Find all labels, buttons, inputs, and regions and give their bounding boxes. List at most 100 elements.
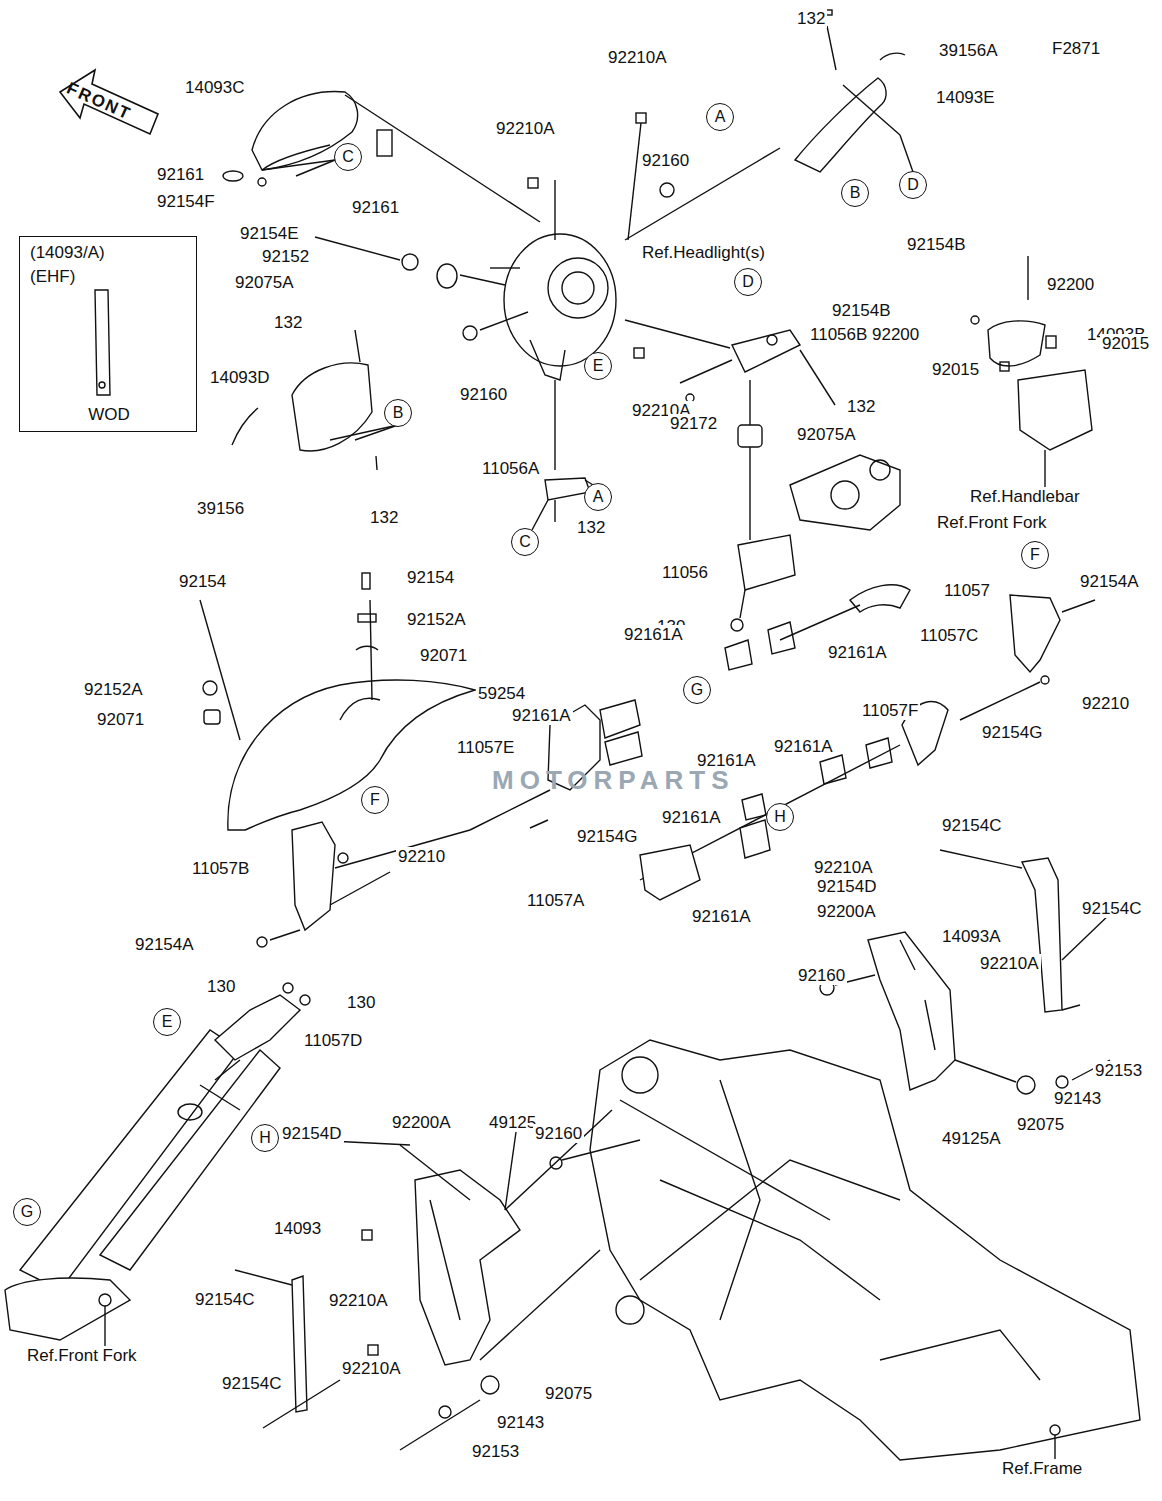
callout-number: 132 [795, 9, 827, 28]
reference-letter-circle: A [584, 483, 612, 511]
reference-letter: B [850, 184, 861, 202]
callout-number: 11056 [660, 563, 710, 582]
callout-number: 11057E [455, 738, 516, 757]
callout-number: 92154B [905, 235, 968, 254]
callout-number: 14093C [183, 78, 247, 97]
callout-number: 11057 [942, 581, 992, 600]
callout-number: 92200 [870, 325, 921, 344]
callout-number: 59254 [476, 684, 527, 703]
callout-number: 11056B [808, 325, 869, 344]
callout-number: 92161A [660, 808, 723, 827]
callout-number: 92161 [350, 198, 401, 217]
callout-number: 92154B [830, 301, 893, 320]
callout-number: 132 [272, 313, 304, 332]
variant-code: WOD [88, 403, 130, 427]
callout-number: 92071 [418, 646, 469, 665]
callout-number: 49125 [487, 1113, 538, 1132]
callout-number: 92161A [695, 751, 758, 770]
callout-number: 92161A [622, 625, 685, 644]
callout-number: 92154 [405, 568, 456, 587]
callout-number: 11057D [302, 1031, 364, 1050]
reference-letter-circle: C [334, 143, 362, 171]
reference-letter-circle: H [766, 803, 794, 831]
callout-number: 130 [205, 977, 237, 996]
reference-letter: A [593, 488, 604, 506]
reference-letter-circle: F [361, 786, 389, 814]
callout-number: 92075 [543, 1384, 594, 1403]
callout-number: 11056A [480, 459, 541, 478]
callout-number: 92154C [940, 816, 1004, 835]
callout-number: 92210A [340, 1359, 403, 1378]
callout-number: 92154G [575, 827, 640, 846]
reference-letter-circle: D [899, 171, 927, 199]
callout-number: Ref.Headlight(s) [640, 243, 767, 262]
reference-letter: E [593, 357, 604, 375]
reference-letter-circle: F [1021, 541, 1049, 569]
callout-number: 92071 [95, 710, 146, 729]
callout-number: 132 [575, 518, 607, 537]
callout-number: 92200A [390, 1113, 453, 1132]
callout-number: 92172 [668, 414, 719, 433]
callout-number: 39156 [195, 499, 246, 518]
callout-number: 92154G [980, 723, 1045, 742]
callout-number: 92161A [772, 737, 835, 756]
callout-number: 92210A [327, 1291, 390, 1310]
reference-letter-circle: A [706, 103, 734, 131]
variant-inset-box: (14093/A) (EHF) WOD [19, 236, 197, 432]
reference-letter-circle: B [841, 179, 869, 207]
callout-number: 14093D [208, 368, 272, 387]
callout-number: 92152A [405, 610, 468, 629]
front-arrow-label: FRONT [62, 77, 136, 124]
watermark: MOTORPARTS [490, 771, 736, 790]
callout-number: 11057F [860, 701, 920, 720]
callout-number: 92210A [812, 858, 875, 877]
callout-number: 92152 [260, 247, 311, 266]
reference-letter-circle: G [13, 1198, 41, 1226]
reference-letter-circle: E [153, 1008, 181, 1036]
callout-number: 92143 [495, 1413, 546, 1432]
callout-number: 92154C [193, 1290, 257, 1309]
callout-number: 92143 [1052, 1089, 1103, 1108]
callout-number: 92015 [930, 360, 981, 379]
callout-number: 92154A [1078, 572, 1141, 591]
callout-number: 11057C [918, 626, 980, 645]
callout-number: 92154C [220, 1374, 284, 1393]
callout-number: 39156A [937, 41, 1000, 60]
reference-letter: F [1030, 546, 1040, 564]
reference-letter-circle: H [251, 1124, 279, 1152]
reference-letter-circle: G [683, 676, 711, 704]
callout-number: 92161 [155, 165, 206, 184]
callout-number: 49125A [940, 1129, 1003, 1148]
reference-letter: A [715, 108, 726, 126]
reference-letter-circle: C [511, 528, 539, 556]
callout-number: 92075 [1015, 1115, 1066, 1134]
callout-number: Ref.Handlebar [968, 487, 1082, 506]
callout-number: 92210A [494, 119, 557, 138]
callout-number: 92161A [826, 643, 889, 662]
callout-number: Ref.Front Fork [25, 1346, 139, 1365]
figure-number: F2871 [1050, 39, 1102, 58]
callout-number: 130 [345, 993, 377, 1012]
callout-number: 14093E [934, 88, 997, 107]
callout-number: 92153 [1093, 1061, 1144, 1080]
callout-number: 92210A [606, 48, 669, 67]
reference-letter: H [259, 1129, 271, 1147]
callout-number: 92154D [815, 877, 879, 896]
callout-number: 14093 [272, 1219, 323, 1238]
reference-letter: C [519, 533, 531, 551]
callout-number: 92154C [1080, 899, 1144, 918]
callout-number: 92152A [82, 680, 145, 699]
callout-number: 92200 [1045, 275, 1096, 294]
reference-letter: D [907, 176, 919, 194]
reference-letter: D [742, 273, 754, 291]
reference-letter: H [774, 808, 786, 826]
callout-number: 92015 [1100, 334, 1151, 353]
callout-number: Ref.Front Fork [935, 513, 1049, 532]
reference-letter: G [21, 1203, 33, 1221]
variant-heading: (14093/A) (EHF) [30, 241, 130, 289]
callout-number: 92154A [133, 935, 196, 954]
reference-letter: C [342, 148, 354, 166]
reference-letter-circle: D [734, 268, 762, 296]
